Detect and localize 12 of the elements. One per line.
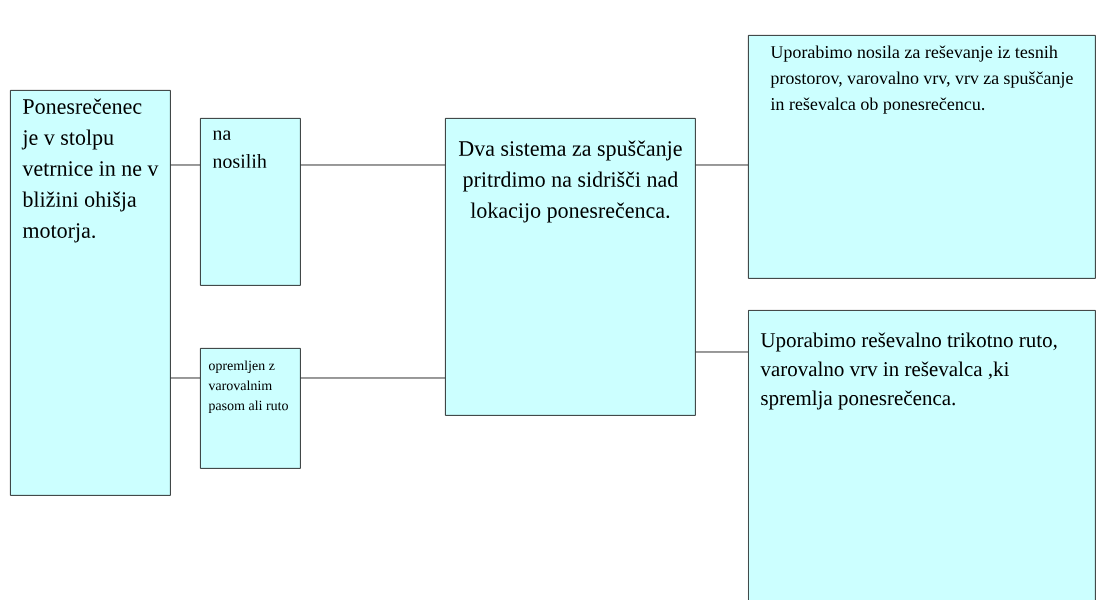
connector-line xyxy=(695,351,749,353)
text-box: Uporabimo reševalno trikotno ruto, varovalno vrv in reševalca ,ki spremlja ponesrečenca. xyxy=(748,310,1096,600)
text-box: na nosilih xyxy=(200,118,301,286)
connector-line xyxy=(300,377,446,379)
connector-line xyxy=(170,377,201,379)
text-box: Ponesrečenec je v stolpu vetrnice in ne v bližini ohišja motorja. xyxy=(10,90,171,496)
text-box: opremljen z varovalnim pasom ali ruto xyxy=(200,348,301,469)
connector-line xyxy=(300,164,446,166)
text-box: Uporabimo nosila za reševanje iz tesnih prostorov, varovalno vrv, vrv za spuščanje in reševalca ob ponesrečencu. xyxy=(748,35,1096,279)
connector-line xyxy=(695,164,749,166)
text-box: Dva sistema za spuščanje pritrdimo na sidrišči nad lokacijo ponesrečenca. xyxy=(445,118,696,416)
connector-line xyxy=(170,164,201,166)
